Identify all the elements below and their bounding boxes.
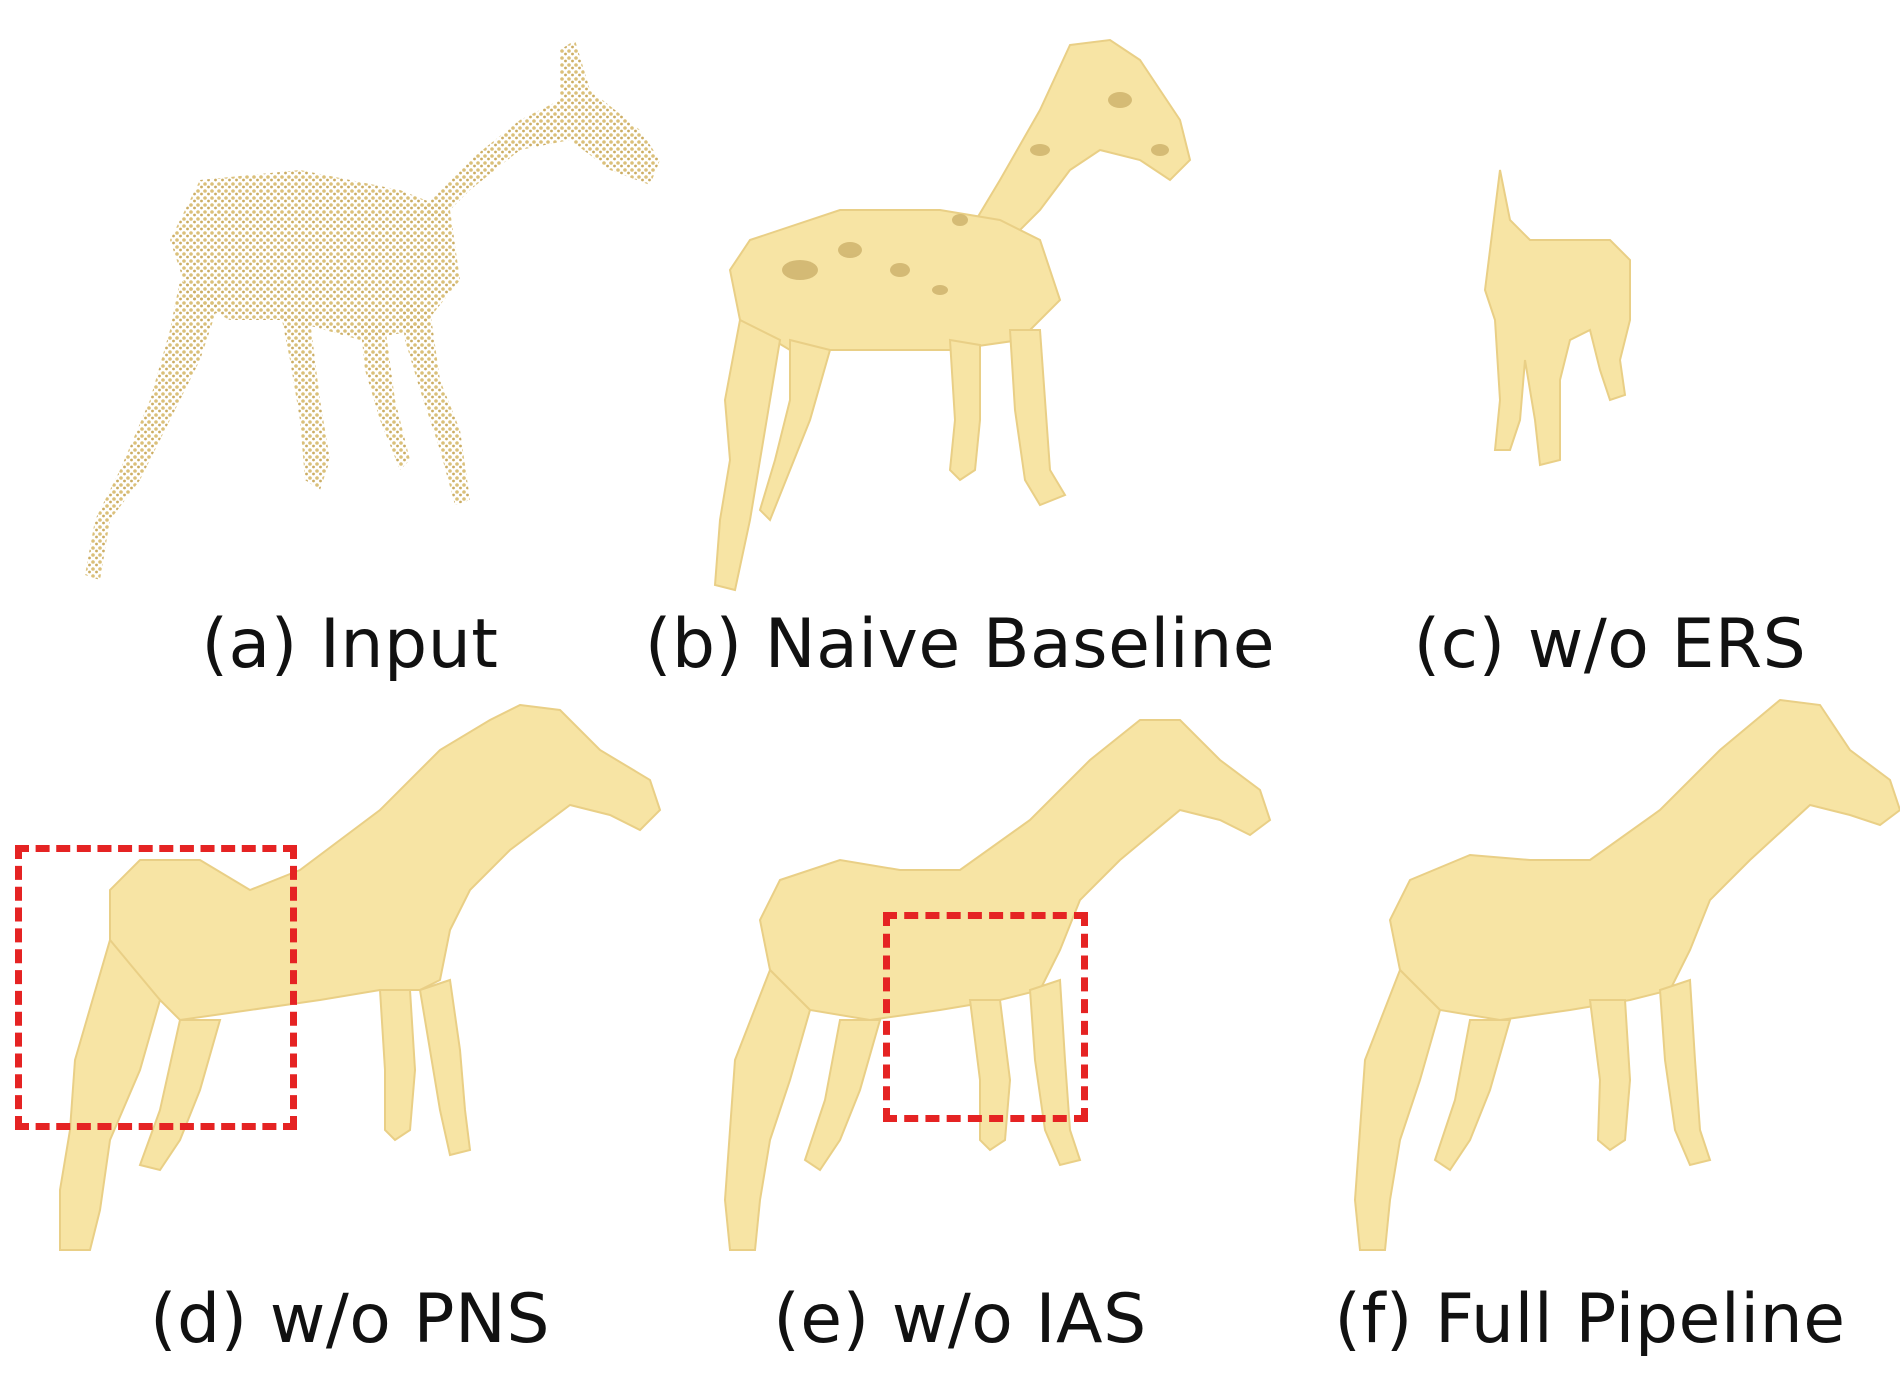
panel-wo-ias: (e) w/o IAS (640, 690, 1280, 1375)
caption-input: (a) Input (201, 605, 499, 684)
caption-naive-baseline: (b) Naive Baseline (644, 605, 1276, 684)
caption-wo-ias: (e) w/o IAS (773, 1280, 1147, 1359)
panel-wo-pns: (d) w/o PNS (0, 690, 700, 1375)
wo-pns-horse (59, 703, 662, 1251)
highlight-box-ias (883, 912, 1088, 1122)
panel-wo-ers: (c) w/o ERS (1320, 0, 1900, 700)
panel-input: (a) Input (0, 0, 700, 700)
panel-full-pipeline: (f) Full Pipeline (1280, 690, 1900, 1375)
highlight-box-pns (15, 845, 297, 1130)
point-cloud-horse (85, 40, 660, 580)
full-pipeline-horse (1353, 698, 1900, 1251)
caption-wo-pns: (d) w/o PNS (149, 1280, 551, 1359)
caption-wo-ers: (c) w/o ERS (1413, 605, 1807, 684)
naive-baseline-horse (713, 38, 1192, 592)
panel-naive-baseline: (b) Naive Baseline (640, 0, 1280, 700)
wo-ers-horse (1483, 169, 1631, 467)
caption-full-pipeline: (f) Full Pipeline (1334, 1280, 1846, 1359)
